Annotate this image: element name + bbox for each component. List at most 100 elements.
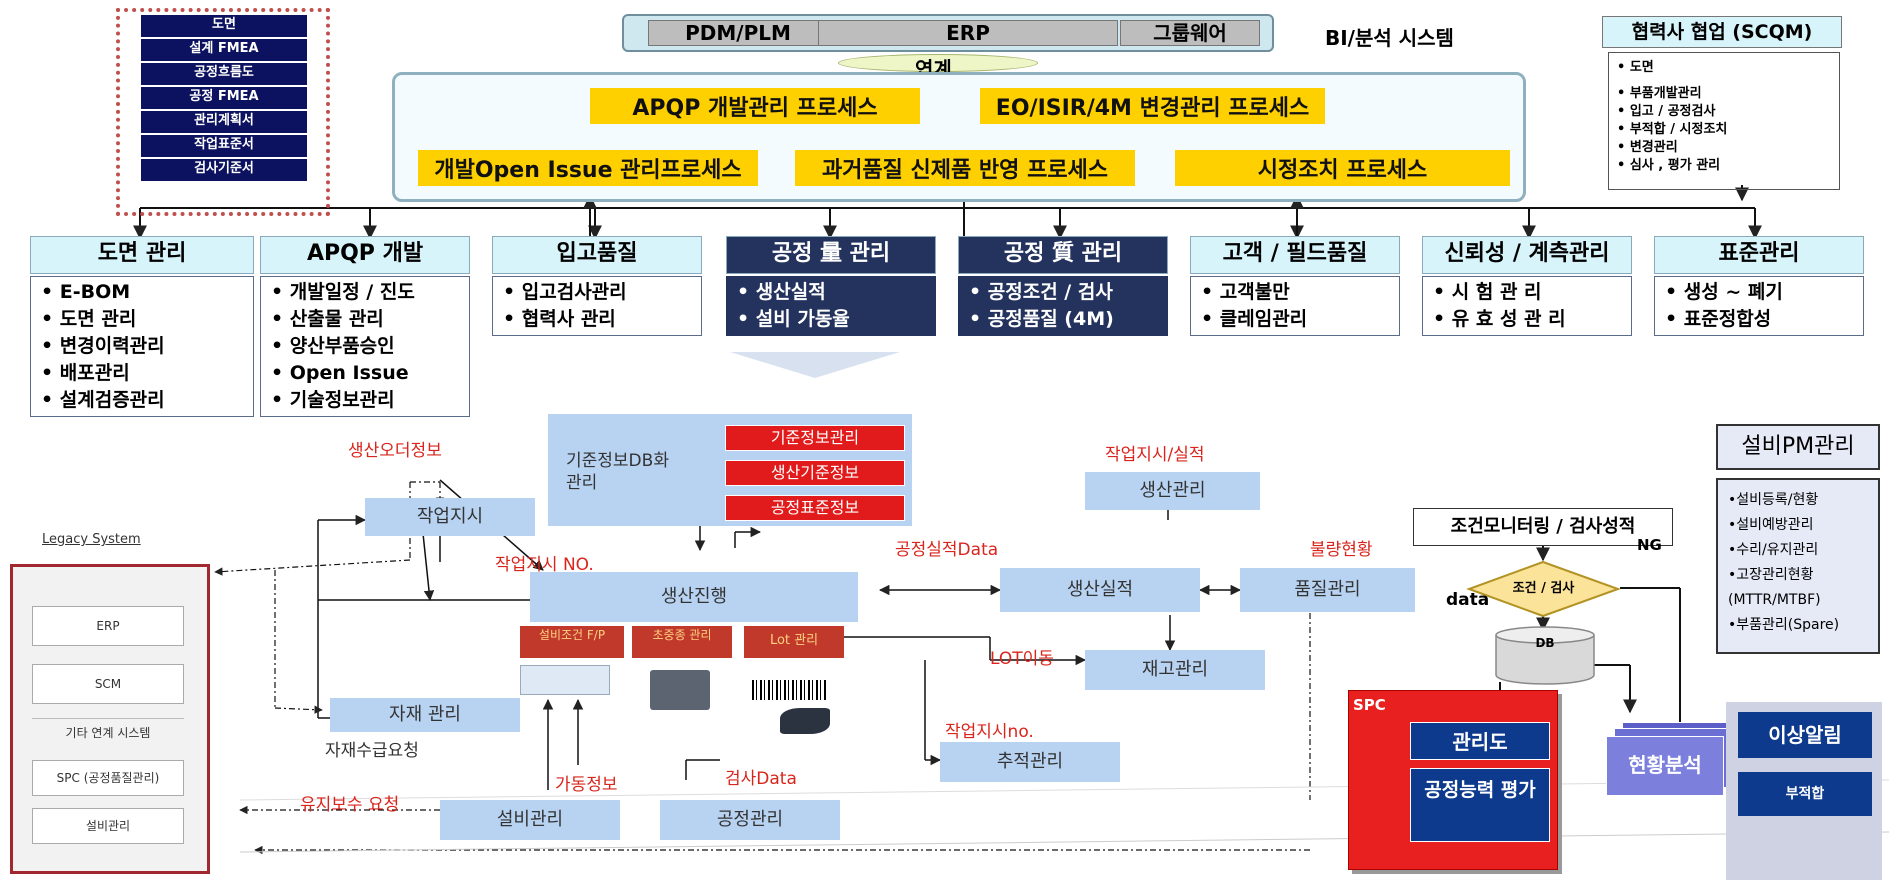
list-item: • 고객불만	[1201, 281, 1290, 303]
label-work-order-result: 작업지시/실적	[1105, 445, 1205, 465]
control-chart-box[interactable]: 관리도	[1410, 722, 1550, 760]
equipment-screen-image	[520, 665, 610, 695]
label-material-request: 자재수급요청	[325, 741, 419, 761]
data-label: data	[1446, 590, 1490, 610]
partner-item: • 부적합 / 시정조치	[1617, 122, 1728, 137]
list-item: • 도면 관리	[41, 308, 137, 330]
partner-item: • 변경관리	[1617, 140, 1678, 155]
process-mgmt-box[interactable]: 공정관리	[660, 800, 840, 840]
inventory-box[interactable]: 재고관리	[1085, 650, 1265, 690]
first-mid-last-box[interactable]: 초중종 관리	[632, 626, 732, 658]
alarm-box[interactable]: 이상알림	[1738, 712, 1872, 758]
partner-item: • 부품개발관리	[1617, 86, 1702, 101]
legacy-erp[interactable]: ERP	[32, 606, 184, 646]
doc-item[interactable]: 공정흐름도	[140, 62, 308, 86]
master-data-label: 기준정보DB화 관리	[566, 451, 669, 493]
category-standard[interactable]: 표준관리	[1654, 236, 1864, 274]
category-list-incoming: • 입고검사관리 • 협력사 관리	[492, 276, 702, 336]
lot-mgmt-box[interactable]: Lot 관리	[744, 626, 844, 658]
legacy-divider	[32, 718, 184, 719]
pm-item: •부품관리(Spare)	[1728, 617, 1840, 633]
legacy-spc[interactable]: SPC (공정품질관리)	[32, 760, 184, 796]
tracking-box[interactable]: 추적관리	[940, 742, 1120, 782]
list-item: • 개발일정 / 진도	[271, 281, 415, 303]
label-lot-move: LOT이동	[990, 649, 1054, 669]
category-process-quantity[interactable]: 공정 量 관리	[726, 236, 936, 274]
link-connector	[838, 54, 1038, 72]
list-item: • E-BOM	[41, 281, 131, 303]
equipment-box[interactable]: 설비관리	[440, 800, 620, 840]
doc-item[interactable]: 도면	[140, 14, 308, 38]
status-analysis-box[interactable]: 현황분석	[1606, 736, 1724, 796]
corrective-action-process[interactable]: 시정조치 프로세스	[1175, 150, 1510, 186]
list-item: • 기술정보관리	[271, 389, 395, 411]
groupware-box[interactable]: 그룹웨어	[1120, 20, 1260, 46]
decision-diamond[interactable]	[1466, 560, 1621, 618]
past-quality-process[interactable]: 과거품질 신제품 반영 프로세스	[795, 150, 1135, 186]
category-list-process-quality: • 공정조건 / 검사 • 공정품질 (4M)	[958, 276, 1168, 336]
erp-box[interactable]: ERP	[818, 20, 1118, 46]
list-item: • 표준정합성	[1665, 308, 1772, 330]
spc-label: SPC	[1353, 696, 1386, 714]
category-customer-field[interactable]: 고객 / 필드품질	[1190, 236, 1400, 274]
open-issue-process[interactable]: 개발Open Issue 관리프로세스	[418, 150, 758, 186]
decision-label: 조건 / 검사	[1512, 581, 1575, 596]
list-item: • 양산부품승인	[271, 335, 395, 357]
list-item: • 공정품질 (4M)	[969, 308, 1114, 330]
eo-change-process[interactable]: EO/ISIR/4M 변경관리 프로세스	[980, 88, 1325, 124]
pdm-plm-box[interactable]: PDM/PLM	[648, 20, 828, 46]
work-order-box[interactable]: 작업지시	[365, 498, 535, 536]
bi-system-label: BI/분석 시스템	[1325, 26, 1454, 50]
label-work-order-no2: 작업지시no.	[945, 722, 1034, 742]
database-icon	[1495, 626, 1595, 685]
apqp-process[interactable]: APQP 개발관리 프로세스	[590, 88, 920, 124]
barcode-image	[752, 680, 828, 700]
master-info-box[interactable]: 기준정보관리	[725, 425, 905, 451]
category-incoming-quality[interactable]: 입고품질	[492, 236, 702, 274]
partner-list: • 도면 • 부품개발관리 • 입고 / 공정검사 • 부적합 / 시정조치 •…	[1608, 52, 1840, 190]
production-progress-box[interactable]: 생산진행	[530, 572, 858, 622]
quality-mgmt-box[interactable]: 품질관리	[1240, 568, 1415, 612]
pm-item: (MTTR/MTBF)	[1728, 592, 1821, 608]
category-apqp[interactable]: APQP 개발	[260, 236, 470, 274]
monitoring-title: 조건모니터링 / 검사성적	[1413, 508, 1673, 546]
process-standard-box[interactable]: 공정표준정보	[725, 495, 905, 521]
category-reliability[interactable]: 신뢰성 / 계측관리	[1422, 236, 1632, 274]
doc-item[interactable]: 작업표준서	[140, 134, 308, 158]
legacy-equipment[interactable]: 설비관리	[32, 808, 184, 844]
list-item: • 생성 ~ 폐기	[1665, 281, 1783, 303]
equipment-condition-box[interactable]: 설비조건 F/P	[520, 626, 624, 658]
list-item: • 입고검사관리	[503, 281, 627, 303]
list-item: • 배포관리	[41, 362, 130, 384]
doc-item[interactable]: 공정 FMEA	[140, 86, 308, 110]
pm-title: 설비PM관리	[1716, 424, 1880, 470]
category-list-drawing: • E-BOM • 도면 관리 • 변경이력관리 • 배포관리 • 설계검증관리	[30, 276, 254, 417]
ng-label: NG	[1637, 536, 1662, 554]
label-defect-status: 불량현황	[1310, 540, 1373, 560]
doc-item[interactable]: 설계 FMEA	[140, 38, 308, 62]
material-box[interactable]: 자재 관리	[330, 698, 520, 732]
production-mgmt-box[interactable]: 생산관리	[1085, 472, 1260, 510]
category-list-apqp: • 개발일정 / 진도 • 산출물 관리 • 양산부품승인 • Open Iss…	[260, 276, 470, 417]
list-item: • Open Issue	[271, 362, 409, 384]
category-process-quality[interactable]: 공정 質 관리	[958, 236, 1168, 274]
doc-item[interactable]: 관리계획서	[140, 110, 308, 134]
legacy-other-title: 기타 연계 시스템	[65, 726, 151, 740]
production-result-box[interactable]: 생산실적	[1000, 568, 1200, 612]
partner-item: • 심사 , 평가 관리	[1617, 158, 1721, 173]
doc-item[interactable]: 검사기준서	[140, 158, 308, 182]
process-capability-box[interactable]: 공정능력 평가	[1410, 768, 1550, 842]
legacy-scm[interactable]: SCM	[32, 664, 184, 704]
category-drawing[interactable]: 도면 관리	[30, 236, 254, 274]
legacy-title: Legacy System	[42, 532, 141, 547]
pm-list: •설비등록/현황 •설비예방관리 •수리/유지관리 •고장관리현황 (MTTR/…	[1716, 478, 1880, 654]
production-master-box[interactable]: 생산기준정보	[725, 460, 905, 486]
nonconformity-box[interactable]: 부적합	[1738, 772, 1872, 816]
label-process-data: 공정실적Data	[895, 540, 999, 560]
list-item: • 공정조건 / 검사	[969, 281, 1113, 303]
list-item: • 클레임관리	[1201, 308, 1308, 330]
document-stack: 도면 설계 FMEA 공정흐름도 공정 FMEA 관리계획서 작업표준서 검사기…	[140, 14, 308, 182]
list-item: • 생산실적	[737, 281, 826, 303]
document-stack-frame	[116, 8, 330, 216]
